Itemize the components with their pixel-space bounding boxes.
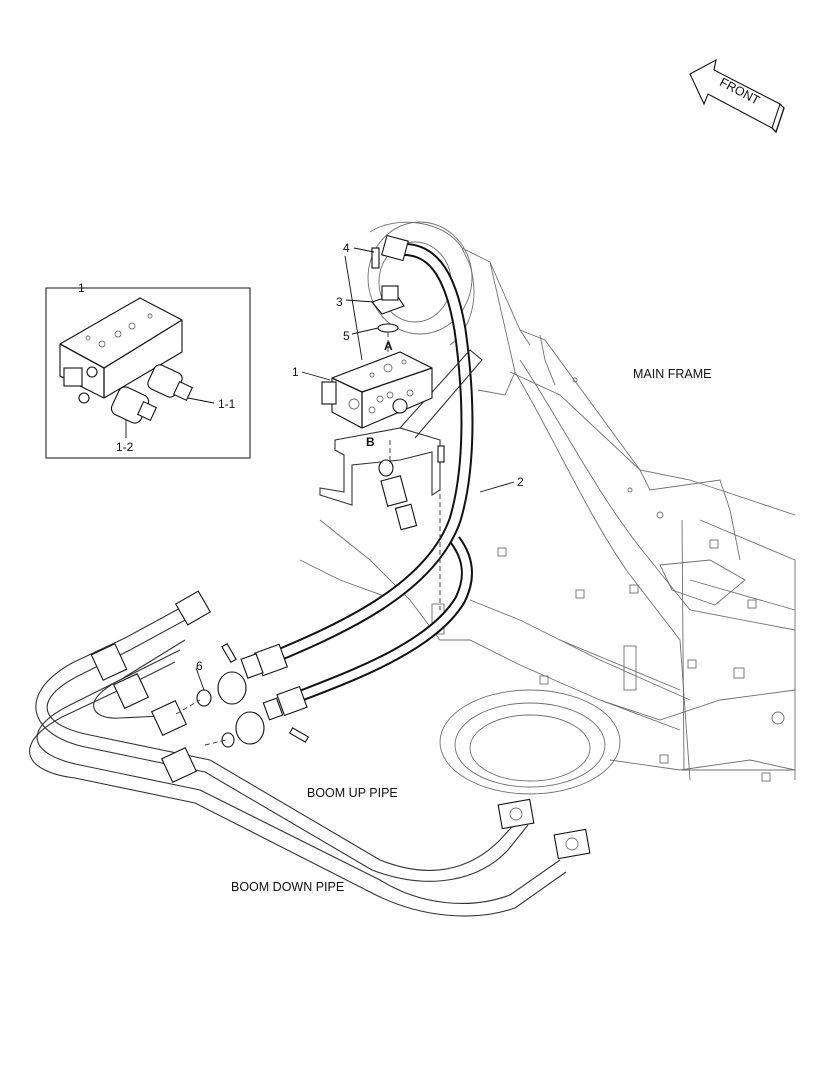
- assembly-lines: [175, 332, 441, 746]
- boom-down-pipe-label: BOOM DOWN PIPE: [231, 880, 344, 894]
- boom-up-pipe-label: BOOM UP PIPE: [307, 786, 398, 800]
- main-frame-structure: [299, 221, 796, 795]
- boom-up-pipe: [35, 590, 535, 882]
- port-b-label: B: [366, 435, 375, 449]
- callout-1-2: 1-2: [116, 440, 134, 454]
- boom-down-pipe: [29, 643, 591, 917]
- callout-4: 4: [343, 241, 350, 255]
- valve-assembly: [319, 247, 483, 531]
- leader-lines: [90, 247, 515, 691]
- front-direction-arrow: FRONT: [689, 58, 785, 134]
- callout-3: 3: [336, 295, 343, 309]
- callout-labels: 1 1-1 1-2 1 2 3 4 5 6 A B MAIN FRAME BOO…: [78, 241, 711, 894]
- callout-2: 2: [517, 475, 524, 489]
- callout-1-1: 1-1: [218, 397, 236, 411]
- flange-group: [196, 642, 310, 748]
- port-a-label: A: [384, 339, 393, 353]
- callout-5: 5: [343, 329, 350, 343]
- callout-6: 6: [196, 659, 203, 673]
- inset-valve-detail: [45, 287, 251, 459]
- hydraulic-hose: [240, 234, 474, 721]
- callout-1: 1: [292, 365, 299, 379]
- callout-inset-1: 1: [78, 281, 85, 295]
- main-frame-label: MAIN FRAME: [633, 367, 711, 381]
